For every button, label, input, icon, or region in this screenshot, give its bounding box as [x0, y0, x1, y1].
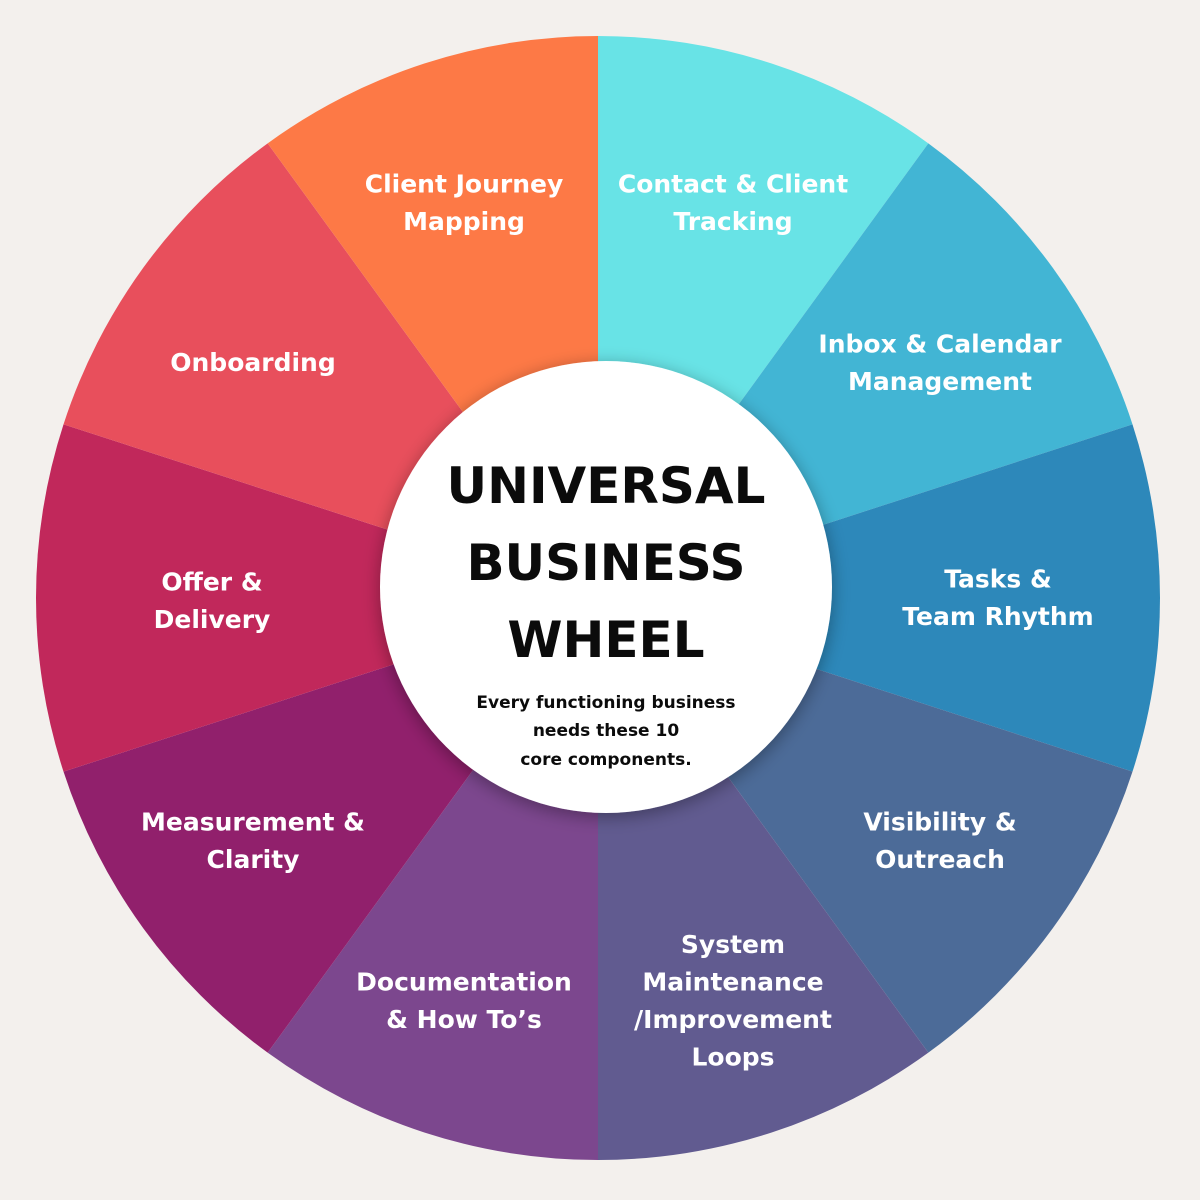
- segment-label-8: Offer & Delivery: [154, 567, 271, 634]
- segment-2-label-line-1: Inbox & Calendar: [818, 329, 1062, 358]
- wheel-segment-8: [36, 424, 598, 772]
- segment-1-label-line-1: Contact & Client: [618, 169, 848, 198]
- segment-label-3: Tasks & Team Rhythm: [902, 564, 1093, 631]
- segment-label-6: Documentation & How To’s: [356, 967, 572, 1034]
- segment-7-label-line-1: Measurement &: [141, 807, 365, 836]
- segment-5-label-line-1: System: [681, 930, 785, 959]
- center-subtitle-line-2: needs these 10: [533, 721, 680, 741]
- segment-6-label-line-1: Documentation: [356, 967, 572, 996]
- segment-10-label-line-1: Client Journey: [365, 169, 564, 198]
- segment-1-label-line-2: Tracking: [673, 207, 792, 236]
- segment-10-label-line-2: Mapping: [403, 207, 525, 236]
- segment-label-4: Visibility & Outreach: [863, 807, 1016, 874]
- segment-5-label-line-4: Loops: [691, 1042, 774, 1071]
- center-title-line-2: BUSINESS: [466, 534, 745, 592]
- center-hub-circle: [380, 361, 832, 813]
- segment-5-label-line-2: Maintenance: [642, 967, 823, 996]
- segment-4-label-line-2: Outreach: [875, 845, 1005, 874]
- center-subtitle-line-3: core components.: [520, 750, 691, 770]
- center-subtitle-line-1: Every functioning business: [476, 693, 735, 713]
- wheel-segment-3: [598, 424, 1160, 772]
- segment-7-label-line-2: Clarity: [207, 845, 300, 874]
- center-title-line-3: WHEEL: [507, 611, 704, 669]
- segment-8-label-line-1: Offer &: [161, 567, 262, 596]
- segment-5-label-line-3: /Improvement: [634, 1005, 832, 1034]
- segment-label-7: Measurement & Clarity: [141, 807, 365, 874]
- segment-6-label-line-2: & How To’s: [386, 1005, 542, 1034]
- segment-9-label-line-1: Onboarding: [170, 348, 335, 377]
- segment-3-label-line-1: Tasks &: [944, 564, 1052, 593]
- center-title-line-1: UNIVERSAL: [447, 457, 766, 515]
- wheel-center-hub: UNIVERSAL BUSINESS WHEEL Every functioni…: [380, 361, 832, 813]
- segment-8-label-line-2: Delivery: [154, 605, 271, 634]
- segment-3-label-line-2: Team Rhythm: [902, 602, 1093, 631]
- segment-label-9: Onboarding: [170, 348, 335, 377]
- segment-4-label-line-1: Visibility &: [863, 807, 1016, 836]
- segment-2-label-line-2: Management: [848, 367, 1032, 396]
